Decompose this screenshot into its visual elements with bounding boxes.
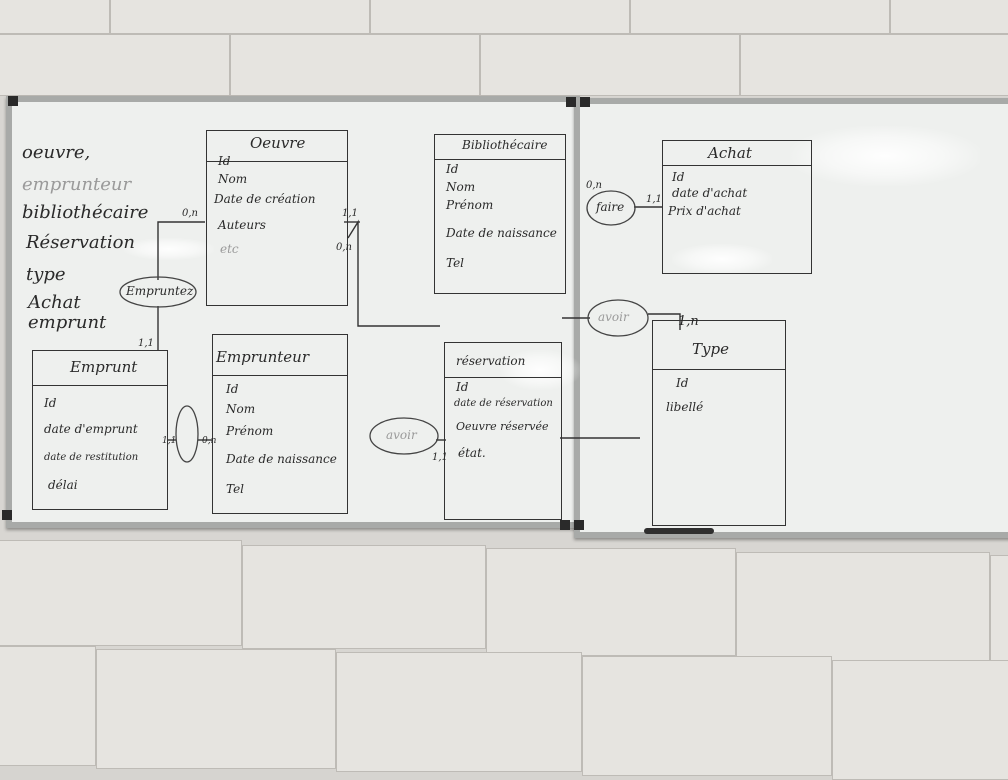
board-clip xyxy=(8,96,18,106)
brick xyxy=(480,34,740,96)
board-clip xyxy=(566,97,576,107)
entity-field: Id xyxy=(44,396,57,410)
entity-field: Oeuvre réservée xyxy=(456,420,549,433)
list-item: Réservation xyxy=(26,232,136,253)
entity-title: Bibliothécaire xyxy=(462,138,548,152)
board-clip xyxy=(580,97,590,107)
cardinality-label: 0,n xyxy=(202,436,217,446)
cardinality-label: 1,1 xyxy=(162,436,177,446)
entity-field: date d'emprunt xyxy=(44,422,138,436)
brick xyxy=(110,0,370,34)
brick xyxy=(486,548,736,656)
brick xyxy=(242,545,486,649)
entity-title: Oeuvre xyxy=(250,134,306,152)
entity-type xyxy=(652,320,786,526)
entity-achat xyxy=(662,140,812,274)
entity-field: Date de naissance xyxy=(226,452,337,466)
entity-field: Date de création xyxy=(214,192,316,206)
board-clip xyxy=(2,510,12,520)
brick xyxy=(0,540,242,646)
entity-field: Prénom xyxy=(446,198,494,212)
brick xyxy=(890,0,1008,34)
entity-field: Prix d'achat xyxy=(668,204,741,218)
entity-title: Emprunt xyxy=(70,358,138,376)
entity-bibliothecaire xyxy=(434,134,566,294)
entity-field: libellé xyxy=(666,400,704,414)
marker-pen xyxy=(644,528,714,534)
entity-field: Id xyxy=(456,380,469,394)
entity-reservation xyxy=(444,342,562,520)
entity-title: réservation xyxy=(456,354,526,368)
list-item: emprunt xyxy=(28,312,107,333)
entity-field: état. xyxy=(458,446,486,460)
brick xyxy=(736,552,990,662)
brick xyxy=(0,34,230,96)
entity-field: Id xyxy=(446,162,459,176)
brick xyxy=(0,0,110,34)
brick xyxy=(370,0,630,34)
entity-field: Id xyxy=(226,382,239,396)
brick xyxy=(630,0,890,34)
light-reflection xyxy=(500,350,580,390)
entity-field: Nom xyxy=(446,180,476,194)
light-reflection xyxy=(124,238,214,260)
entity-field: Id xyxy=(672,170,685,184)
entity-field: Tel xyxy=(226,482,245,496)
entity-field: Nom xyxy=(218,172,248,186)
brick xyxy=(740,34,1008,96)
entity-field: date de réservation xyxy=(454,398,553,409)
cardinality-label: 1,n xyxy=(678,314,699,329)
cardinality-label: 1,1 xyxy=(432,452,448,463)
relation-label: faire xyxy=(596,200,625,214)
relation-label: avoir xyxy=(598,310,629,324)
entity-field: date de restitution xyxy=(44,452,139,463)
entity-field: Id xyxy=(218,154,231,168)
relation-shapes xyxy=(119,190,649,463)
relation-label: avoir xyxy=(386,428,417,442)
brick xyxy=(0,646,96,766)
entity-field: Tel xyxy=(446,256,465,270)
entity-emprunteur xyxy=(212,334,348,514)
diagram-lines xyxy=(157,206,681,441)
entity-field: date d'achat xyxy=(672,186,748,200)
board-clip xyxy=(560,520,570,530)
entity-field: Id xyxy=(676,376,689,390)
cardinality-label: 0,n xyxy=(336,242,352,253)
entity-field: Auteurs xyxy=(218,218,266,232)
list-item: emprunteur xyxy=(22,174,132,195)
list-item: bibliothécaire xyxy=(22,202,149,223)
entity-field: Prénom xyxy=(226,424,274,438)
entity-title: Type xyxy=(692,340,729,358)
list-item: Achat xyxy=(28,292,81,313)
list-item: oeuvre, xyxy=(22,142,91,163)
entity-emprunt xyxy=(32,350,168,510)
entity-oeuvre xyxy=(206,130,348,306)
board-clip xyxy=(574,520,584,530)
brick xyxy=(336,652,582,772)
light-reflection xyxy=(672,244,772,274)
whiteboard-left xyxy=(6,96,580,528)
entity-field: délai xyxy=(48,478,78,492)
entity-title: Achat xyxy=(708,144,752,162)
light-reflection xyxy=(790,126,980,186)
entity-title: Emprunteur xyxy=(216,348,310,366)
cardinality-label: 1,1 xyxy=(646,194,662,205)
cardinality-label: 0,n xyxy=(182,208,198,219)
entity-field: Nom xyxy=(226,402,256,416)
cardinality-label: 1,1 xyxy=(342,208,358,219)
cardinality-label: 0,n xyxy=(586,180,602,191)
entity-field: etc xyxy=(220,242,239,256)
brick xyxy=(96,649,336,769)
entity-field: Date de naissance xyxy=(446,226,557,240)
brick xyxy=(230,34,480,96)
list-item: type xyxy=(26,264,66,285)
relation-label: Empruntez xyxy=(126,284,194,298)
cardinality-label: 1,1 xyxy=(138,338,154,349)
